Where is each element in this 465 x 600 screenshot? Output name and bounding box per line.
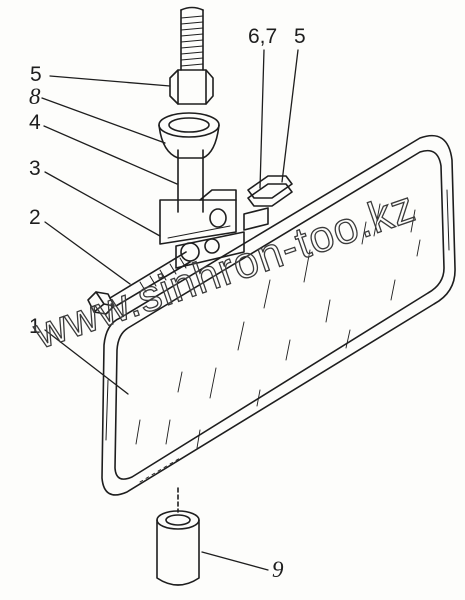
bracket [159, 189, 237, 245]
threaded-stud [177, 6, 204, 213]
bolt [87, 251, 191, 315]
mirror-body [101, 134, 456, 496]
cylindrical-cap [156, 487, 200, 586]
callout-4: 4 [29, 111, 41, 134]
leader-5-right [281, 49, 299, 183]
leader-9 [201, 551, 269, 571]
callout-8: 8 [29, 84, 41, 109]
leader-3 [44, 171, 161, 237]
callout-3: 3 [29, 157, 41, 180]
top-hex-nut [169, 69, 214, 105]
spherical-washer [158, 112, 220, 159]
leader-6-7 [259, 49, 265, 189]
leader-4 [43, 125, 178, 185]
leader-5-top [49, 75, 171, 87]
callout-6-7: 6,7 [248, 25, 278, 48]
mirror-glass-hatching [135, 203, 421, 449]
callout-5-right: 5 [294, 25, 306, 48]
callout-5-top: 5 [30, 63, 42, 86]
mounting-plate [175, 231, 245, 269]
callout-2: 2 [29, 206, 41, 229]
leader-lines [41, 49, 299, 571]
callout-1: 1 [29, 315, 41, 338]
hinge-nut-assembly [243, 175, 293, 231]
leader-8 [41, 97, 166, 144]
callout-9: 9 [272, 557, 284, 582]
leader-2 [44, 221, 131, 285]
leader-1 [44, 329, 129, 395]
